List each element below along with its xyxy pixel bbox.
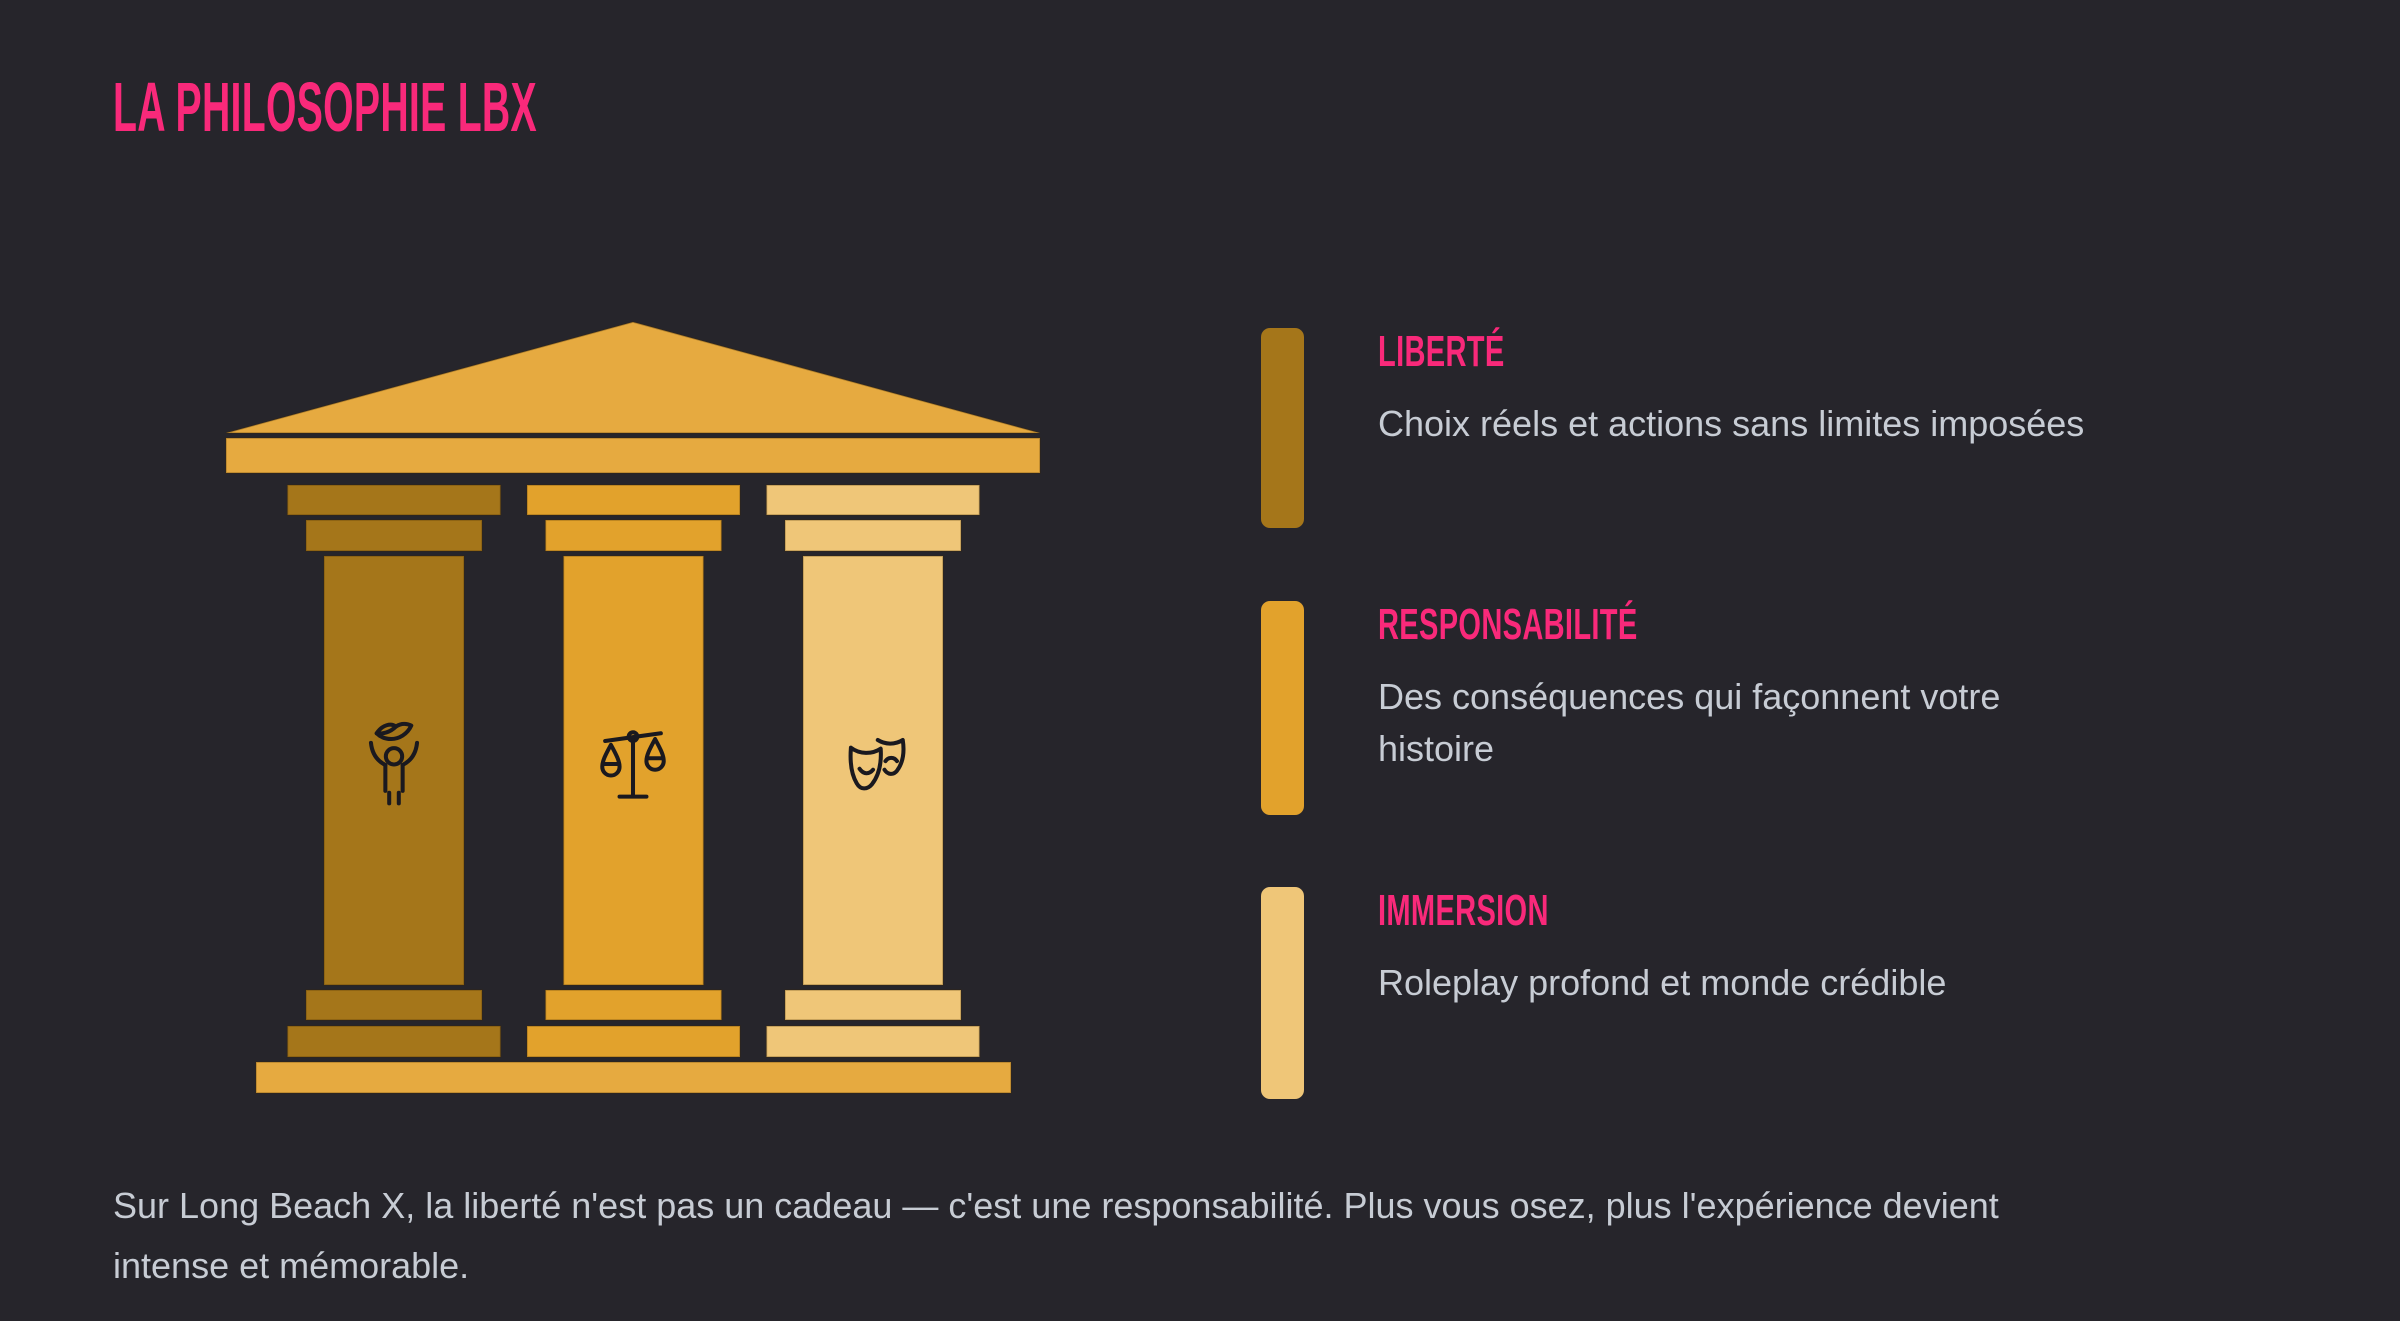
legend-description-line: Roleplay profond et monde crédible <box>1378 962 1947 1003</box>
pillar-immersion <box>765 484 981 1058</box>
legend-label-text: RESPONSABILITÉ <box>1378 600 1638 649</box>
legend-description-line: Choix réels et actions sans limites impo… <box>1378 403 2085 444</box>
pillar-capital <box>765 484 981 516</box>
front-mask <box>848 745 883 791</box>
legend-description-liberte: Choix réels et actions sans limites impo… <box>1378 398 2084 450</box>
legend-label-responsabilite: RESPONSABILITÉ <box>1378 603 1771 647</box>
legend-swatch-liberte <box>1261 328 1304 528</box>
pillar-shaft <box>323 555 465 986</box>
temple-architrave <box>225 437 1041 474</box>
legend-label-text: LIBERTÉ <box>1378 327 1505 376</box>
justice-scales-icon <box>600 730 666 799</box>
pillar-base <box>286 1025 502 1058</box>
footer-line: Sur Long Beach X, la liberté n'est pas u… <box>113 1185 1999 1226</box>
footer-text: Sur Long Beach X, la liberté n'est pas u… <box>113 1176 1999 1296</box>
pillar-base <box>544 989 723 1021</box>
temple-stylobate <box>255 1061 1012 1094</box>
footer-line: intense et mémorable. <box>113 1245 470 1286</box>
legend-label-immersion: IMMERSION <box>1378 889 1637 933</box>
legend-label-liberte: LIBERTÉ <box>1378 330 1570 374</box>
pillar-capital <box>526 484 741 516</box>
page-title-text: LA PHILOSOPHIE LBX <box>113 68 537 146</box>
legend-description-line: Des conséquences qui façonnent votre <box>1378 676 2001 717</box>
pillar-base <box>765 1025 981 1058</box>
theater-masks-icon <box>848 737 906 791</box>
pillar-capital <box>305 519 483 552</box>
pillar-capital <box>286 484 502 516</box>
legend-description-immersion: Roleplay profond et monde crédible <box>1378 957 1946 1009</box>
pillar-capital <box>784 519 962 552</box>
pillar-base <box>305 989 483 1021</box>
pillar-liberte <box>286 484 502 1058</box>
legend-swatch-immersion <box>1261 887 1304 1099</box>
legend-label-text: IMMERSION <box>1378 886 1549 935</box>
legend-swatch-responsabilite <box>1261 601 1304 815</box>
pillar-base <box>784 989 962 1021</box>
legend-description-responsabilite: Des conséquences qui façonnent votre his… <box>1378 671 2000 775</box>
freedom-person-bird-icon <box>368 721 420 806</box>
page-title: LA PHILOSOPHIE LBX <box>113 70 870 144</box>
temple-pediment <box>225 321 1041 434</box>
pillar-responsabilite <box>526 484 741 1058</box>
pillar-capital <box>544 519 723 552</box>
legend-description-line: histoire <box>1378 728 1495 769</box>
pillar-base <box>526 1025 741 1058</box>
